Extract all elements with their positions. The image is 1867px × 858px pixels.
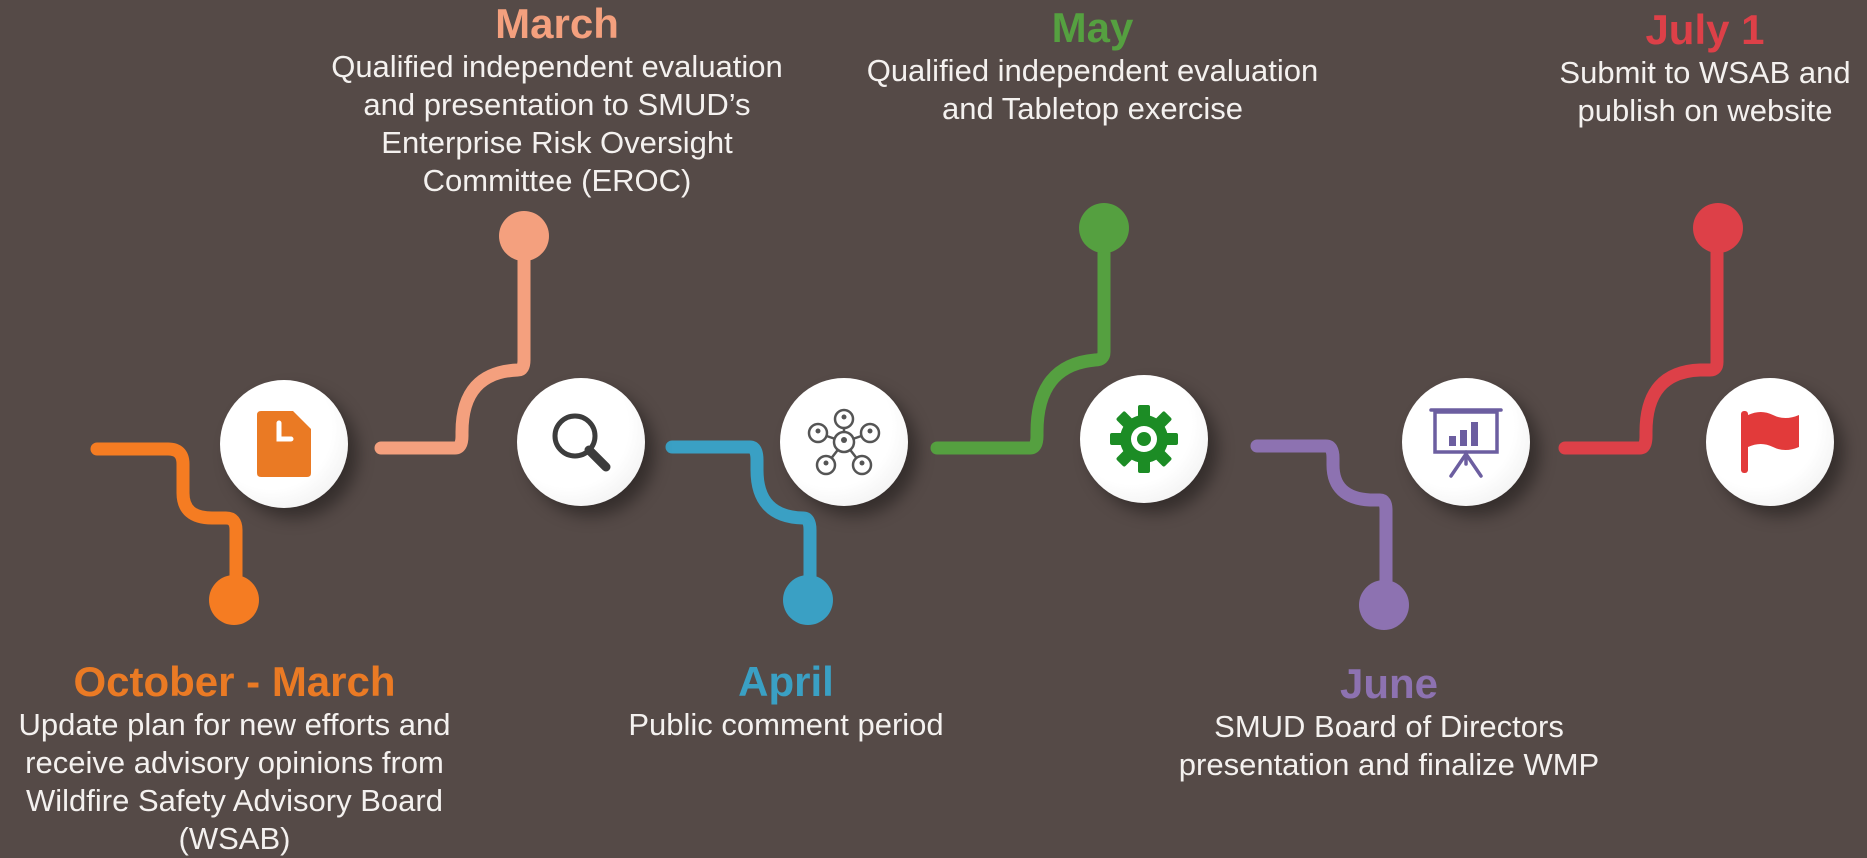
milestone-april: April Public comment period xyxy=(590,658,982,744)
gear-icon xyxy=(1110,405,1178,473)
milestone-title: July 1 xyxy=(1645,6,1765,53)
milestone-june: June SMUD Board of Directors presentatio… xyxy=(1160,660,1618,784)
endpoint-april xyxy=(783,575,833,625)
network-icon xyxy=(807,408,881,476)
node-document xyxy=(220,380,348,508)
magnifier-icon xyxy=(552,413,611,472)
presentation-board-icon xyxy=(1429,408,1503,478)
milestone-description: Update plan for new efforts and receive … xyxy=(18,707,451,856)
node-flag xyxy=(1706,378,1834,506)
node-network xyxy=(780,378,908,506)
milestone-july: July 1 Submit to WSAB and publish on web… xyxy=(1545,6,1865,130)
node-presentation xyxy=(1402,378,1530,506)
endpoint-june xyxy=(1359,580,1409,630)
node-magnifier xyxy=(517,378,645,506)
endpoint-oct-march xyxy=(209,575,259,625)
connector-june xyxy=(1250,439,1393,605)
milestone-title: October - March xyxy=(73,658,396,705)
endpoint-july xyxy=(1693,203,1743,253)
milestone-description: Public comment period xyxy=(628,707,944,742)
node-gear xyxy=(1080,375,1208,503)
milestone-march: March Qualified independent evaluation a… xyxy=(317,0,797,200)
milestone-oct-march: October - March Update plan for new effo… xyxy=(2,658,467,858)
connector-may xyxy=(930,221,1111,455)
document-icon xyxy=(257,411,311,477)
connector-july xyxy=(1558,222,1724,455)
endpoint-march xyxy=(499,211,549,261)
milestone-description: Qualified independent evaluation and Tab… xyxy=(866,53,1319,126)
milestone-description: Qualified independent evaluation and pre… xyxy=(331,49,783,198)
milestone-title: March xyxy=(495,0,619,47)
endpoint-may xyxy=(1079,203,1129,253)
milestone-title: April xyxy=(738,658,834,705)
milestone-may: May Qualified independent evaluation and… xyxy=(845,4,1340,128)
milestone-title: June xyxy=(1339,660,1439,707)
milestone-description: Submit to WSAB and publish on website xyxy=(1559,55,1851,128)
milestone-description: SMUD Board of Directors presentation and… xyxy=(1178,709,1600,782)
milestone-title: May xyxy=(1051,4,1134,51)
flag-icon xyxy=(1741,411,1799,473)
connector-oct-march xyxy=(90,442,243,593)
connector-march xyxy=(374,236,531,455)
connector-april xyxy=(665,440,817,603)
